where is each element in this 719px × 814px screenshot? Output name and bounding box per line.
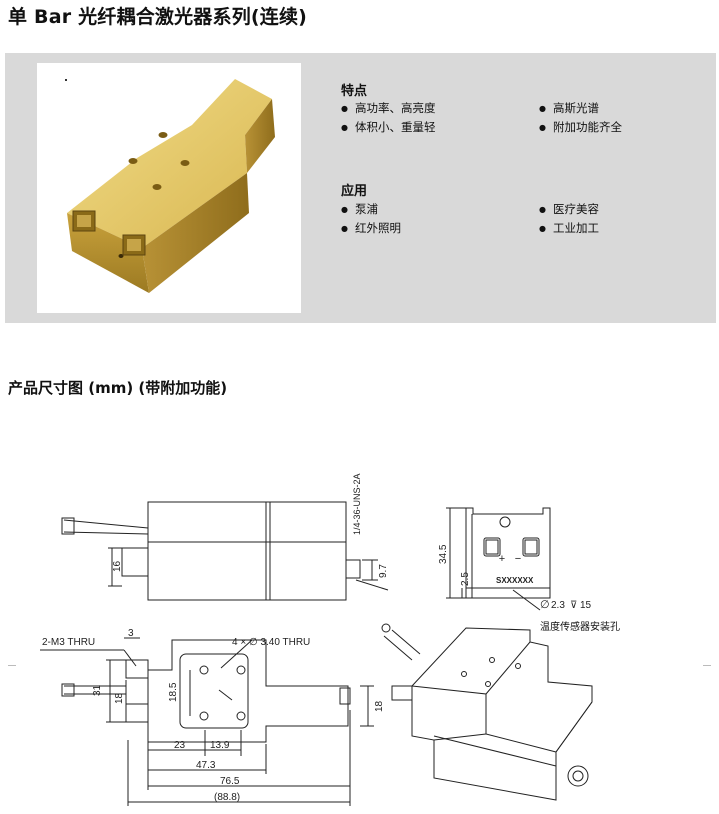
depth-symbol: ⊽ bbox=[570, 600, 577, 611]
margin-mark-right bbox=[703, 665, 711, 666]
dimensions-title: 产品尺寸图 (mm) (带附加功能) bbox=[8, 379, 228, 397]
laser-module-image bbox=[67, 79, 275, 293]
dim-88-8: (88.8) bbox=[214, 792, 240, 803]
minus-sign: − bbox=[515, 553, 521, 565]
features-title: 特点 bbox=[341, 84, 368, 99]
dim-9-7: 9.7 bbox=[378, 564, 389, 578]
dim-76-5: 76.5 bbox=[220, 776, 240, 787]
dim-18-left: 18 bbox=[114, 692, 125, 704]
dim-3: 3 bbox=[128, 628, 134, 639]
page-title: 单 Bar 光纤耦合激光器系列(连续) bbox=[8, 6, 308, 28]
dim-2-5: 2.5 bbox=[460, 572, 471, 586]
dim-34-5: 34.5 bbox=[438, 544, 449, 564]
thread-label: 1/4-36-UNS-2A bbox=[352, 473, 362, 535]
product-photo bbox=[37, 63, 301, 313]
serial-label: SXXXXXX bbox=[496, 576, 534, 585]
dim-47-3: 47.3 bbox=[196, 760, 216, 771]
applications-left-2: ●红外照明 bbox=[341, 221, 401, 235]
product-panel: 特点 ●高功率、高亮度 ●体积小、重量轻 ●高斯光谱 ●附加功能齐全 应用 ●泵… bbox=[5, 53, 716, 323]
applications-title: 应用 bbox=[341, 184, 368, 199]
applications-right-1: ●医疗美容 bbox=[539, 202, 599, 216]
dim-31: 31 bbox=[92, 684, 103, 696]
m3-label: 2-M3 THRU bbox=[42, 637, 95, 648]
sensor-caption: 温度传感器安装孔 bbox=[540, 622, 620, 633]
dim-18-5: 18.5 bbox=[168, 682, 179, 702]
applications-right-2: ●工业加工 bbox=[539, 221, 599, 235]
dimension-drawing: + − 1/4-36-UNS-2A 16 9.7 34.5 2.5 SXXXXX… bbox=[40, 473, 593, 806]
dim-13-9: 13.9 bbox=[210, 740, 230, 751]
dim-18-right: 18 bbox=[374, 700, 385, 712]
margin-mark-left bbox=[8, 665, 16, 666]
applications-left-1: ●泵浦 bbox=[341, 202, 378, 216]
diameter-symbol: ∅ bbox=[540, 599, 550, 611]
photo-speck bbox=[65, 79, 67, 81]
plus-sign: + bbox=[499, 553, 505, 565]
features-left-1: ●高功率、高亮度 bbox=[341, 101, 436, 115]
features-left-2: ●体积小、重量轻 bbox=[341, 120, 436, 134]
dim-23: 23 bbox=[174, 740, 186, 751]
features-right-2: ●附加功能齐全 bbox=[539, 120, 622, 134]
dim-16: 16 bbox=[112, 560, 123, 572]
features-right-1: ●高斯光谱 bbox=[539, 101, 599, 115]
hole-depth: 15 bbox=[580, 600, 592, 611]
holes-label: 4 × ∅ 3.40 THRU bbox=[232, 637, 310, 648]
hole-spec: 2.3 bbox=[551, 600, 565, 611]
side-view-body bbox=[147, 501, 347, 601]
